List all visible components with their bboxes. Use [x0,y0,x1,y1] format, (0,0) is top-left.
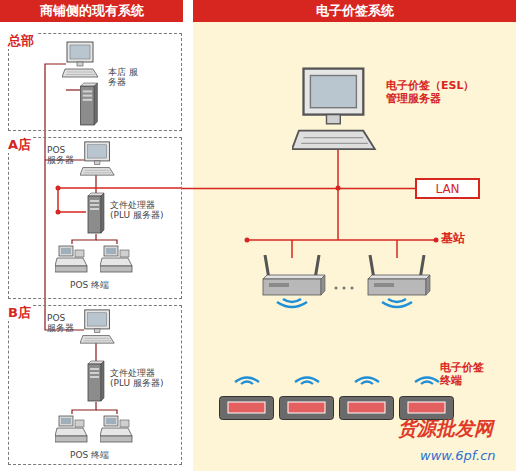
hq-wire [45,64,84,330]
dot [343,287,346,290]
pos-terminal-icon [55,416,87,442]
lan-wiring [58,150,436,258]
computer-icon [62,42,98,77]
server-lan-wire [337,150,339,240]
header-text: 商铺侧的现有系统 [40,2,144,20]
computer-icon [80,310,114,343]
pos-terminal-icon [100,246,132,272]
group-heading: A店 [8,137,33,153]
base-station-icon [263,255,325,307]
lan-drop [58,211,86,213]
device-label: 电子价签 终端 [440,362,492,387]
wireless-waves [355,378,379,385]
device-label: 文件处理器 (PLU 服务器) [110,368,176,389]
device-label: POS 终端 [70,280,109,290]
junction-dot [56,186,61,191]
server-icon [81,83,98,125]
a-pos2-wire [96,240,117,244]
a-plu-wire [95,175,96,193]
computer-icon [80,142,114,175]
bs-drop [291,240,293,258]
lan-text: LAN [435,182,459,196]
dot [351,287,354,290]
group-heading: 总部 [8,33,36,49]
header-text: 电子价签系统 [316,2,394,20]
device-label: 电子价签（ESL） 管理服务器 [386,80,486,105]
esl-tag-icon [400,397,454,420]
device-label: 文件处理器 (PLU 服务器) [110,200,176,221]
junction-dot [336,186,341,191]
junction-dot [245,238,250,243]
device-label: 基站 [441,232,465,246]
esl-tag-icon [280,397,334,420]
junction-dots [56,186,439,243]
lan-connector [182,188,415,190]
wireless-waves [295,378,319,385]
wireless-waves [415,378,439,385]
base-station-icon [368,255,430,307]
lan-drop [57,188,59,212]
lan-box: LAN [415,178,480,199]
a-pos1-wire [72,234,96,244]
store-wiring [45,64,117,414]
header-band: 电子价签系统 [193,0,516,22]
site-group: 总部 [8,33,182,131]
bs-drop [396,240,398,258]
pos-terminal-icon [55,246,87,272]
device-label: POS 终端 [70,450,109,460]
lan-stub [58,187,182,189]
dot [335,287,338,290]
watermark: 货源批发网 [398,418,493,440]
wireless-waves [235,378,259,385]
b-plu-wire [95,343,96,361]
server-icon [88,361,104,401]
esl-tag-icon [340,397,394,420]
junction-dot [56,210,61,215]
device-label: POS 服务器 [47,145,77,166]
header-band: 商铺侧的现有系统 [0,0,183,22]
pos-terminal-icon [100,416,132,442]
esl-tag-icon [220,397,274,420]
server-icon [88,193,104,233]
junction-dot [434,238,439,243]
esl-server-icon [292,69,375,150]
ellipsis-dots [335,287,354,290]
b-pos2-wire [96,410,117,414]
system-panel [193,22,516,471]
hq-server-wire [66,89,80,90]
base-station-bus [247,239,436,241]
watermark: www.6pf.cn [420,449,496,464]
group-heading: B店 [8,305,33,321]
b-pos1-wire [72,402,96,414]
device-label: 本店 服务器 [108,67,142,88]
device-label: POS 服务器 [47,313,77,334]
